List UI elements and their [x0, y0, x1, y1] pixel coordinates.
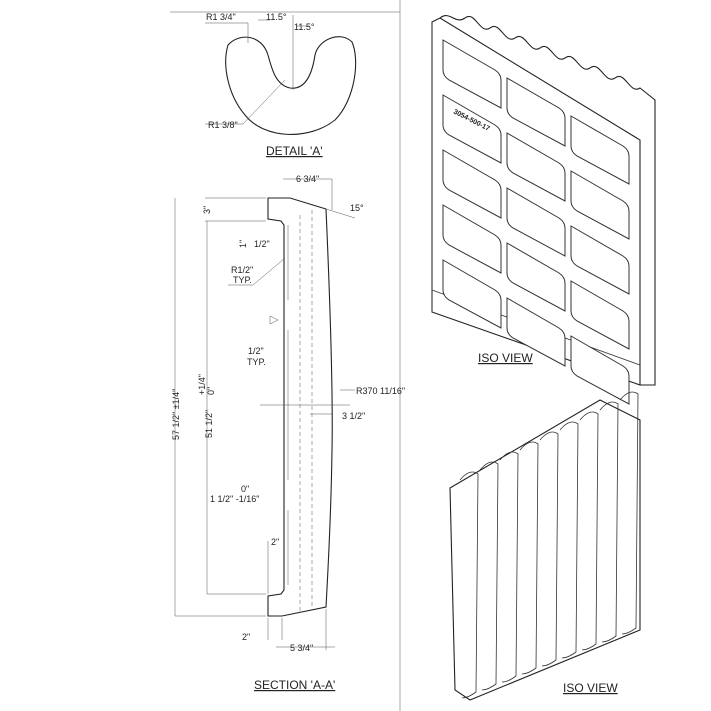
radius-outer-label: R1 3/4"	[206, 12, 236, 22]
section-aa-title: SECTION 'A-A'	[254, 678, 335, 692]
angle-right-label: 11.5°	[294, 22, 315, 32]
iso-rib	[539, 431, 559, 667]
iso-view-top: 3054-500-17 ISO VIEW	[431, 15, 656, 405]
iso-corrugated-back	[439, 15, 656, 386]
iso-view-top-title: ISO VIEW	[478, 351, 533, 365]
fillet-label: R1/2"	[231, 265, 253, 275]
angle-top-label: 15°	[350, 203, 364, 213]
iso-rib	[599, 401, 619, 643]
leader-line	[252, 257, 286, 286]
iso-rib	[579, 411, 599, 651]
iso-rib	[459, 471, 479, 699]
width-top-label: 6 3/4"	[296, 174, 319, 184]
iso-pocket	[506, 132, 566, 202]
detail-a-profile	[225, 36, 357, 135]
inset-typ-note: TYP.	[247, 357, 266, 367]
radius-inner-label: R1 3/8"	[208, 120, 238, 130]
weld-symbol	[269, 315, 279, 325]
ext-line	[325, 208, 356, 219]
lip-2-label: 2"	[271, 537, 279, 547]
inner-tol-zero-label: 0"	[206, 387, 216, 395]
iso-pocket	[442, 259, 502, 329]
iso-rib	[619, 391, 639, 635]
iso-pocket	[442, 94, 502, 164]
detail-a-title: DETAIL 'A'	[266, 144, 323, 158]
iso-pocket	[570, 170, 630, 240]
iso-pocket	[570, 335, 630, 405]
iso-pocket	[442, 204, 502, 274]
iso-pocket	[506, 297, 566, 367]
iso-pocket	[570, 225, 630, 295]
inner-tol-plus-label: +1/4"	[197, 374, 207, 395]
lip-bottom-label: 2"	[242, 632, 250, 642]
iso-corrugated-plate	[449, 399, 641, 701]
inset-typ-label: 1/2"	[248, 346, 264, 356]
iso-pocket	[442, 149, 502, 219]
face-radius-label: R370 11/16"	[356, 386, 405, 396]
iso-rib-group	[459, 391, 639, 699]
iso-pocket	[442, 39, 502, 109]
section-aa: 6 3/4" 15° 3" 1" 1/2" R1/2" TYP. 1/2" TY…	[171, 174, 405, 692]
iso-view-bottom-title: ISO VIEW	[563, 681, 618, 695]
thickness-mid-label: 3 1/2"	[342, 411, 365, 421]
iso-pocket	[570, 115, 630, 185]
iso-rib	[479, 461, 499, 691]
step-label: 1"	[238, 240, 248, 248]
iso-view-bottom: ISO VIEW	[449, 391, 641, 701]
iso-pocket	[570, 280, 630, 350]
inset-half-label: 1/2"	[254, 239, 270, 249]
section-profile	[267, 197, 333, 617]
iso-pocket	[506, 77, 566, 147]
thickness-tol-zero-label: 0"	[241, 484, 249, 494]
fillet-typ-label: TYP.	[233, 275, 252, 285]
iso-pocket	[506, 242, 566, 312]
overall-length-label: 57 1/2" ±1/4"	[171, 389, 181, 440]
iso-pocket-grid	[442, 39, 630, 405]
angle-left-label: 11.5°	[266, 12, 287, 22]
iso-rib	[499, 451, 519, 683]
lip-top-label: 3"	[202, 206, 212, 214]
thickness-nominal-label: 1 1/2" -1/16"	[210, 494, 259, 504]
iso-pocket	[506, 187, 566, 257]
iso-rib	[519, 441, 539, 675]
inner-length-label: 51 1/2"	[204, 410, 214, 438]
leader-line	[242, 79, 286, 125]
width-bottom-label: 5 3/4"	[290, 643, 313, 653]
iso-rib	[559, 421, 579, 659]
detail-a: R1 3/4" 11.5° 11.5° R1 3/8" DETAIL 'A'	[205, 12, 357, 158]
